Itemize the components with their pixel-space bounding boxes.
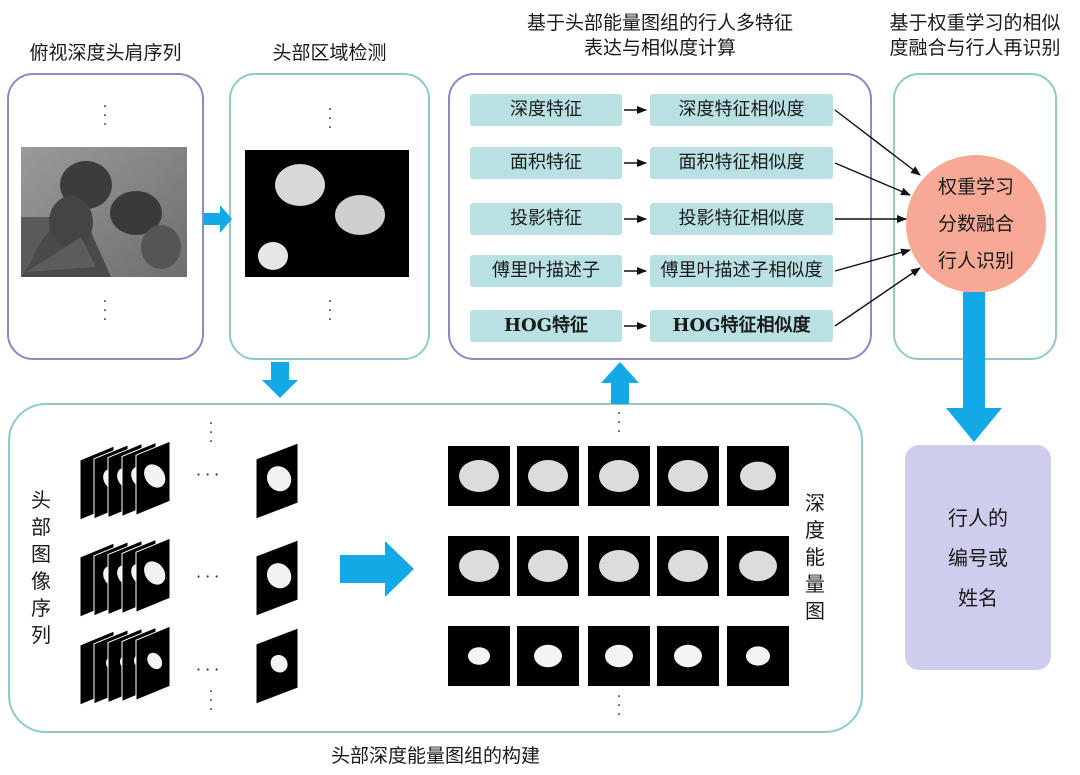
ellipsis-vertical: ··· [327,294,333,328]
similarity-box: HOG特征相似度 [650,310,833,342]
similarity-box: 投影特征相似度 [650,203,833,235]
feature-box: 面积特征 [470,147,622,179]
features-title-line2: 表达与相似度计算 [583,37,736,59]
result-box: 行人的 编号或 姓名 [905,445,1051,670]
construction-title: 头部深度能量图组的构建 [330,745,540,767]
head-sequence-label: 头 部 图 像 序 列 [31,488,51,647]
similarity-box: 傅里叶描述子相似度 [650,255,833,287]
result-line: 姓名 [958,585,998,610]
fusion-arrow [834,267,921,327]
head-detection-title: 头部区域检测 [272,42,387,64]
fusion-title-line2: 度融合与行人再识别 [889,37,1061,59]
depth-image [21,147,187,277]
ellipsis-vertical: ··· [102,294,108,328]
ellipsis-horizontal: ··· [196,567,224,586]
similarity-box: 面积特征相似度 [650,147,833,179]
result-line: 编号或 [948,545,1008,570]
energy-map-label: 深 度 能 量 图 [805,491,825,623]
selected-head-frame [255,442,299,520]
energy-map [657,446,719,506]
head-image-stacks [79,440,171,706]
energy-map [517,446,579,506]
head-frame [135,440,171,516]
fusion-line: 权重学习 [937,175,1014,198]
fusion-arrow [834,162,911,196]
flow-arrow [262,362,298,398]
fusion-circle: 权重学习 分数融合 行人识别 [906,155,1046,293]
energy-map [588,536,650,596]
ellipsis-horizontal: ··· [196,465,224,484]
result-line: 行人的 [948,505,1008,530]
feature-box: 傅里叶描述子 [470,255,622,287]
flow-arrow [601,362,639,404]
energy-map [448,536,510,596]
ellipsis-vertical: ··· [327,102,333,136]
energy-map-grid [448,446,789,686]
fusion-line: 行人识别 [937,249,1014,272]
energy-map [588,626,650,686]
energy-map [727,626,789,686]
flow-arrow [946,292,1002,442]
feature-box: 投影特征 [470,203,622,235]
energy-map [727,536,789,596]
selected-head-frames [255,442,299,705]
energy-map [657,626,719,686]
energy-map [727,446,789,506]
selected-head-frame [255,627,299,705]
head-detection-image [245,150,409,277]
head-frame [135,537,171,613]
features-title-line1: 基于头部能量图组的行人多特征 [526,12,793,34]
ellipsis-vertical: ··· [102,99,108,133]
feature-box: 深度特征 [470,94,622,126]
energy-map [448,626,510,686]
head-frame [135,625,171,701]
ellipsis-vertical: ··· [208,684,214,718]
flow-arrow [340,541,414,597]
fusion-title-line1: 基于权重学习的相似 [889,12,1061,34]
energy-map [517,626,579,686]
fusion-arrow [834,248,911,272]
ellipsis-vertical: ··· [616,689,622,723]
energy-map [588,446,650,506]
ellipsis-horizontal: ··· [196,660,224,679]
similarity-box: 深度特征相似度 [650,94,833,126]
fusion-line: 分数融合 [937,212,1014,235]
feature-box: HOG特征 [470,310,622,342]
flow-arrow [204,205,232,233]
energy-map [448,446,510,506]
ellipsis-vertical: ··· [208,416,214,450]
depth-sequence-title: 俯视深度头肩序列 [29,42,182,64]
ellipsis-vertical: ··· [616,406,622,440]
fusion-arrow [834,109,921,176]
energy-map [657,536,719,596]
energy-map [517,536,579,596]
selected-head-frame [255,539,299,617]
